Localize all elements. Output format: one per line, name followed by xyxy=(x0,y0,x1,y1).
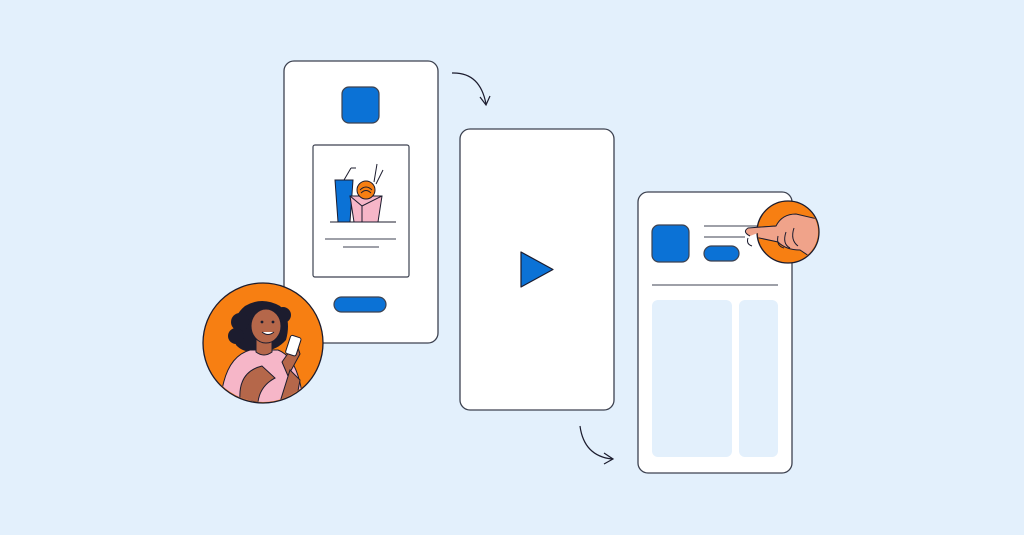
cta-pill-button[interactable] xyxy=(333,296,387,313)
user-avatar-woman xyxy=(202,282,324,404)
play-icon[interactable] xyxy=(520,251,554,288)
takeout-food-icon xyxy=(330,163,396,223)
pointing-hand-icon xyxy=(744,200,820,264)
food-card xyxy=(312,144,410,278)
phone-left xyxy=(283,60,439,344)
phone-middle-video xyxy=(459,128,615,411)
follow-pill-button[interactable] xyxy=(703,245,740,262)
curved-arrow-icon xyxy=(451,72,491,107)
app-icon-square xyxy=(341,86,380,124)
profile-icon-square xyxy=(651,224,690,263)
curved-arrow-icon xyxy=(579,425,615,465)
content-tile[interactable] xyxy=(652,300,732,457)
phone-right xyxy=(637,191,793,474)
content-tile[interactable] xyxy=(739,300,778,457)
